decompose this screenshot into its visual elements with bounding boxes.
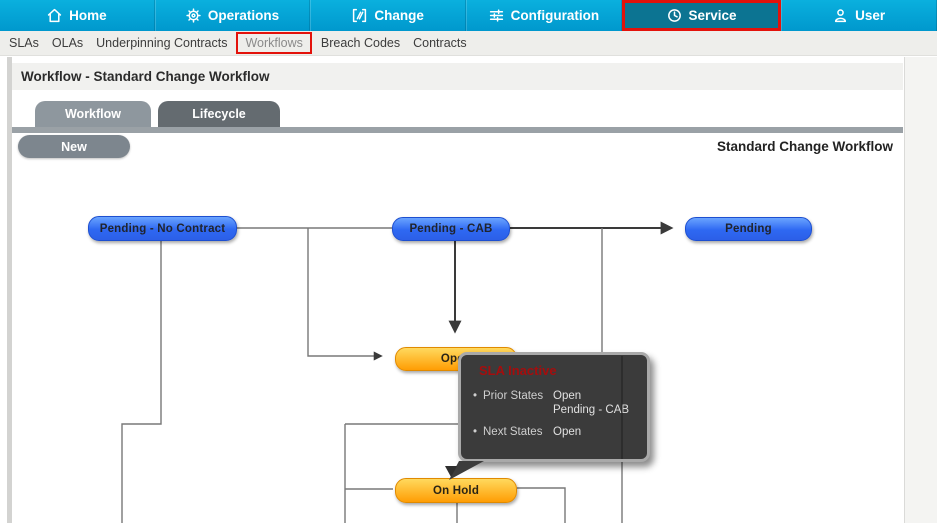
tooltip-value: Pending - CAB xyxy=(553,404,630,416)
node-on-hold[interactable]: On Hold xyxy=(395,478,517,503)
node-label: Pending xyxy=(725,223,772,235)
nav-item-label: Configuration xyxy=(510,8,600,23)
tooltip-prior-states-row: • Prior States Open Pending - CAB xyxy=(473,389,639,417)
node-pending-cab[interactable]: Pending - CAB xyxy=(392,217,510,241)
nav-item-operations[interactable]: Operations xyxy=(154,0,311,31)
nav-item-label: Change xyxy=(374,8,424,23)
tooltip-row-values: Open Pending - CAB xyxy=(553,389,629,417)
tooltip-title: SLA Inactive xyxy=(479,363,557,378)
nav-item-service[interactable]: Service xyxy=(621,0,782,31)
top-navigation: Home Operations Change Configuration Ser… xyxy=(0,0,937,31)
home-icon xyxy=(47,8,62,23)
sla-tooltip: SLA Inactive • Prior States Open Pending… xyxy=(458,352,650,462)
tooltip-row-label: Next States xyxy=(483,426,543,438)
tooltip-row-label: Prior States xyxy=(483,390,544,402)
operations-gear-icon xyxy=(186,8,201,23)
subnav-item-workflows[interactable]: Workflows xyxy=(236,32,312,54)
nav-item-home[interactable]: Home xyxy=(0,0,155,31)
subnav-item-slas[interactable]: SLAs xyxy=(9,36,39,50)
tooltip-value: Open xyxy=(553,426,582,438)
node-label: On Hold xyxy=(432,484,480,497)
node-pending-no-contract[interactable]: Pending - No Contract xyxy=(88,216,237,241)
node-pending[interactable]: Pending xyxy=(685,217,812,241)
page-title: Workflow - Standard Change Workflow xyxy=(21,69,270,84)
tooltip-value: Open xyxy=(553,390,582,402)
new-button[interactable]: New xyxy=(18,135,130,158)
tab-lifecycle[interactable]: Lifecycle xyxy=(158,101,280,127)
tab-label: Workflow xyxy=(64,107,122,121)
tab-workflow[interactable]: Workflow xyxy=(35,101,151,127)
workflow-name-label: Standard Change Workflow xyxy=(716,139,893,154)
tooltip-row-values: Open xyxy=(553,425,581,439)
nav-item-change[interactable]: Change xyxy=(310,0,467,31)
tab-label: Lifecycle xyxy=(192,107,246,121)
nav-item-label: User xyxy=(855,8,886,23)
tab-underline-bar xyxy=(12,127,903,133)
content-right-margin xyxy=(904,57,937,523)
page-title-bar: Workflow - Standard Change Workflow xyxy=(12,63,903,90)
node-label: Pending - CAB xyxy=(409,223,493,235)
node-label: Pending - No Contract xyxy=(99,222,226,235)
tooltip-next-states-row: • Next States Open xyxy=(473,425,639,439)
nav-item-label: Operations xyxy=(207,8,280,23)
content-left-strip xyxy=(7,57,12,523)
subnav-item-olas[interactable]: OLAs xyxy=(51,36,84,50)
configuration-sliders-icon xyxy=(489,9,503,22)
nav-item-label: Service xyxy=(688,8,737,23)
user-icon xyxy=(835,9,847,23)
service-clock-icon xyxy=(667,9,681,22)
subnav-item-underpinning-contracts[interactable]: Underpinning Contracts xyxy=(96,36,228,50)
change-icon xyxy=(353,8,367,23)
nav-item-label: Home xyxy=(69,8,107,23)
subnav-item-breach-codes[interactable]: Breach Codes xyxy=(320,36,401,50)
bullet-icon: • xyxy=(473,426,478,438)
nav-item-configuration[interactable]: Configuration xyxy=(466,0,622,31)
bullet-icon: • xyxy=(473,390,478,402)
subnav-item-contracts[interactable]: Contracts xyxy=(413,36,467,50)
service-subnav: SLAs OLAs Underpinning Contracts Workflo… xyxy=(0,31,937,56)
